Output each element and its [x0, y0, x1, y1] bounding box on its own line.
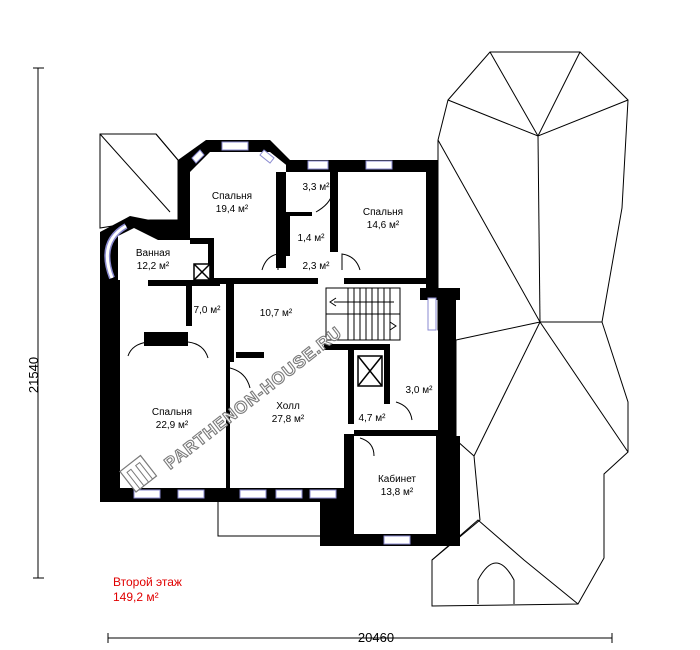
room-bedroom-right-name: Спальня — [363, 207, 403, 218]
roof-right — [431, 51, 629, 607]
room-landing-area: 2,3 м² — [303, 261, 331, 272]
shaft-right — [357, 355, 383, 387]
porch-outline — [217, 500, 346, 537]
height-dimension — [33, 67, 44, 579]
staircase — [325, 287, 401, 341]
room-bedroom-top-name: Спальня — [212, 191, 252, 202]
room-bedroom-left-name: Спальня — [152, 407, 192, 418]
height-dimension-label: 21540 — [26, 357, 41, 393]
roof-left — [99, 133, 179, 229]
room-corridor-area: 7,0 м² — [194, 305, 222, 316]
room-bedroom-right-area: 14,6 м² — [367, 220, 400, 231]
room-hall-area: 27,8 м² — [272, 414, 305, 425]
watermark-logo — [119, 454, 158, 493]
floor-title: Второй этаж — [113, 575, 182, 589]
shaft-left — [193, 263, 211, 281]
room-dressing-area: 10,7 м² — [260, 308, 293, 319]
doors — [127, 193, 413, 457]
room-bedroom-left-area: 22,9 м² — [156, 420, 189, 431]
room-office-area: 13,8 м² — [381, 487, 414, 498]
watermark-text: PARTHENON-HOUSE.RU — [161, 323, 346, 473]
width-dimension — [107, 633, 613, 643]
room-labels: Спальня 19,4 м² 3,3 м² Спальня 14,6 м² 1… — [136, 182, 433, 498]
width-dimension-label: 20460 — [358, 630, 394, 645]
room-office-name: Кабинет — [378, 473, 416, 485]
room-closet-area: 1,4 м² — [298, 233, 326, 244]
room-bathroom-name: Ванная — [136, 248, 170, 259]
room-vestibule-area: 4,7 м² — [359, 413, 387, 424]
room-bedroom-top-area: 19,4 м² — [216, 204, 249, 215]
room-storage-top-area: 3,3 м² — [303, 182, 331, 193]
floor-total-area: 149,2 м² — [113, 590, 159, 604]
room-hall-name: Холл — [276, 401, 300, 412]
room-wc-area: 3,0 м² — [406, 385, 434, 396]
room-bathroom-area: 12,2 м² — [137, 261, 170, 272]
windows — [133, 141, 437, 545]
